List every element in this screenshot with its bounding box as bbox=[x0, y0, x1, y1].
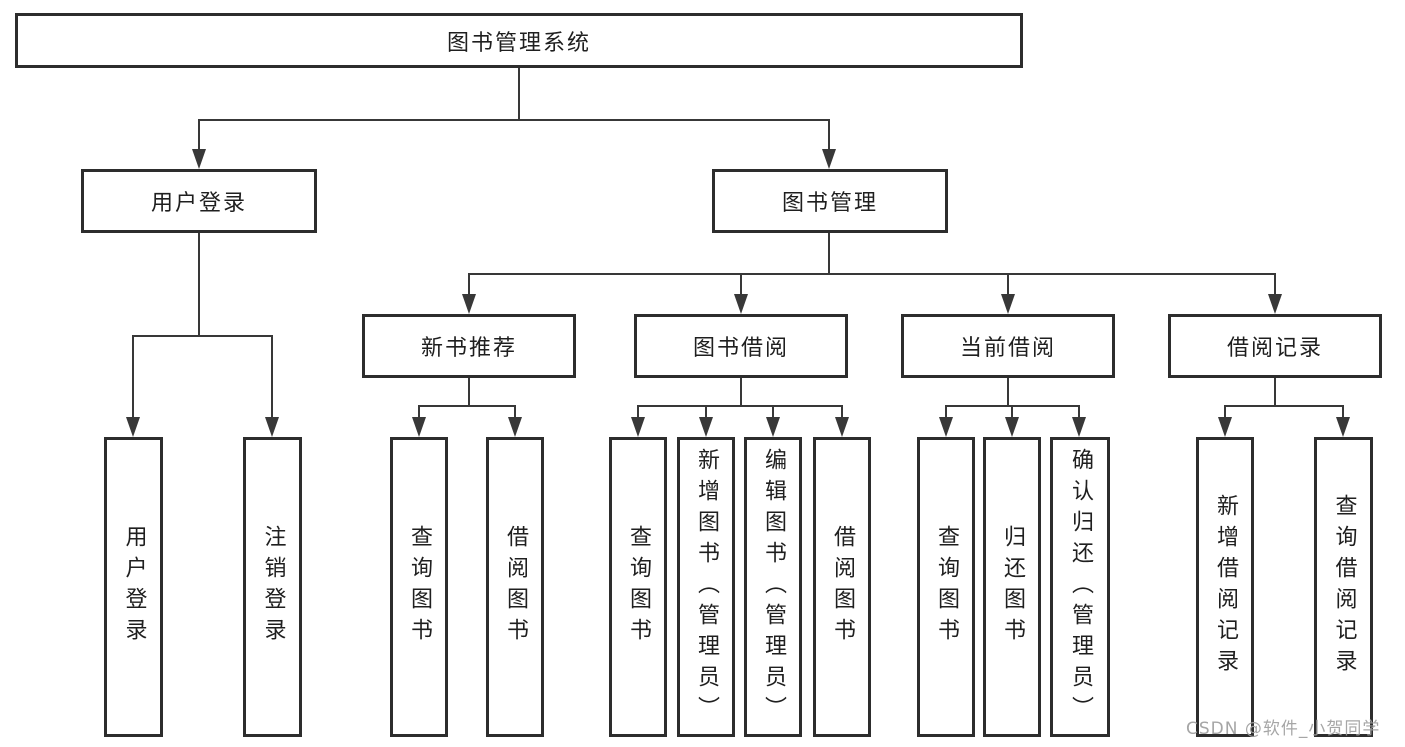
connector-line bbox=[740, 378, 742, 406]
node-book-borrowing-label: 图书借阅 bbox=[692, 336, 789, 361]
leaf-records-search: 查询借阅记录 bbox=[1314, 437, 1373, 737]
leaf-borrow-edit-label: 编辑图书（管理员） bbox=[761, 447, 786, 727]
leaf-current-confirm-label: 确认归还（管理员） bbox=[1068, 447, 1093, 727]
node-book-management-label: 图书管理 bbox=[781, 191, 878, 216]
arrowhead-down-icon bbox=[835, 417, 849, 437]
leaf-current-return-label: 归还图书 bbox=[1000, 525, 1025, 649]
leaf-records-search-label: 查询借阅记录 bbox=[1331, 494, 1357, 680]
leaf-records-add: 新增借阅记录 bbox=[1196, 437, 1254, 737]
connector-line bbox=[468, 273, 470, 296]
connector-line bbox=[828, 233, 830, 274]
connector-line bbox=[418, 405, 420, 419]
arrowhead-down-icon bbox=[126, 417, 140, 437]
connector-line bbox=[198, 233, 200, 336]
leaf-borrow-search-label: 查询图书 bbox=[626, 525, 651, 649]
connector-root-stem bbox=[518, 68, 520, 121]
connector-line bbox=[637, 405, 639, 419]
leaf-newbooks-search-label: 查询图书 bbox=[407, 525, 432, 649]
leaf-borrow-borrow-label: 借阅图书 bbox=[830, 525, 855, 649]
connector-line bbox=[198, 119, 200, 151]
connector-line bbox=[945, 405, 947, 419]
leaf-logout-label: 注销登录 bbox=[260, 525, 286, 649]
arrowhead-down-icon bbox=[462, 294, 476, 314]
arrowhead-down-icon bbox=[1268, 294, 1282, 314]
connector-user-bus bbox=[132, 335, 273, 337]
connector-newbooks-bus bbox=[418, 405, 516, 407]
node-root-label: 图书管理系统 bbox=[446, 30, 591, 56]
node-borrowing-records-label: 借阅记录 bbox=[1226, 336, 1323, 361]
leaf-user-login: 用户登录 bbox=[104, 437, 163, 737]
arrowhead-down-icon bbox=[766, 417, 780, 437]
node-book-management: 图书管理 bbox=[712, 169, 948, 233]
connector-line bbox=[740, 273, 742, 296]
connector-borrow-bus bbox=[637, 405, 843, 407]
connector-line bbox=[705, 405, 707, 419]
connector-level2-bus bbox=[198, 119, 830, 121]
connector-line bbox=[1274, 273, 1276, 296]
arrowhead-down-icon bbox=[699, 417, 713, 437]
leaf-borrow-search: 查询图书 bbox=[609, 437, 667, 737]
arrowhead-down-icon bbox=[192, 149, 206, 169]
connector-line bbox=[271, 335, 273, 419]
connector-level3-bus bbox=[468, 273, 1276, 275]
connector-line bbox=[1011, 405, 1013, 419]
node-book-borrowing: 图书借阅 bbox=[634, 314, 848, 378]
node-current-borrowing: 当前借阅 bbox=[901, 314, 1115, 378]
arrowhead-down-icon bbox=[631, 417, 645, 437]
leaf-borrow-add-label: 新增图书（管理员） bbox=[694, 447, 719, 727]
connector-line bbox=[514, 405, 516, 419]
connector-line bbox=[1274, 378, 1276, 406]
arrowhead-down-icon bbox=[412, 417, 426, 437]
arrowhead-down-icon bbox=[1072, 417, 1086, 437]
node-user-login-label: 用户登录 bbox=[150, 191, 247, 216]
arrowhead-down-icon bbox=[1005, 417, 1019, 437]
leaf-borrow-borrow: 借阅图书 bbox=[813, 437, 871, 737]
connector-line bbox=[1224, 405, 1226, 419]
connector-line bbox=[841, 405, 843, 419]
arrowhead-down-icon bbox=[265, 417, 279, 437]
arrowhead-down-icon bbox=[1336, 417, 1350, 437]
arrowhead-down-icon bbox=[734, 294, 748, 314]
leaf-newbooks-borrow-label: 借阅图书 bbox=[503, 525, 528, 649]
leaf-user-login-label: 用户登录 bbox=[121, 525, 147, 649]
leaf-current-search: 查询图书 bbox=[917, 437, 975, 737]
connector-line bbox=[772, 405, 774, 419]
connector-line bbox=[132, 335, 134, 419]
leaf-newbooks-search: 查询图书 bbox=[390, 437, 448, 737]
node-user-login: 用户登录 bbox=[81, 169, 317, 233]
leaf-records-add-label: 新增借阅记录 bbox=[1213, 494, 1238, 680]
connector-line bbox=[1007, 378, 1009, 406]
node-root: 图书管理系统 bbox=[15, 13, 1023, 68]
node-borrowing-records: 借阅记录 bbox=[1168, 314, 1382, 378]
leaf-current-search-label: 查询图书 bbox=[934, 525, 959, 649]
arrowhead-down-icon bbox=[1001, 294, 1015, 314]
arrowhead-down-icon bbox=[822, 149, 836, 169]
connector-line bbox=[1078, 405, 1080, 419]
watermark: CSDN @软件_小贺同学 bbox=[1186, 719, 1381, 739]
arrowhead-down-icon bbox=[508, 417, 522, 437]
leaf-current-return: 归还图书 bbox=[983, 437, 1041, 737]
connector-line bbox=[468, 378, 470, 406]
leaf-borrow-edit: 编辑图书（管理员） bbox=[744, 437, 802, 737]
connector-records-bus bbox=[1224, 405, 1344, 407]
arrowhead-down-icon bbox=[1218, 417, 1232, 437]
leaf-newbooks-borrow: 借阅图书 bbox=[486, 437, 544, 737]
leaf-borrow-add: 新增图书（管理员） bbox=[677, 437, 735, 737]
node-current-borrowing-label: 当前借阅 bbox=[959, 336, 1056, 361]
connector-line bbox=[1007, 273, 1009, 296]
connector-line bbox=[1342, 405, 1344, 419]
arrowhead-down-icon bbox=[939, 417, 953, 437]
leaf-logout: 注销登录 bbox=[243, 437, 302, 737]
leaf-current-confirm: 确认归还（管理员） bbox=[1050, 437, 1110, 737]
node-new-books: 新书推荐 bbox=[362, 314, 576, 378]
connector-line bbox=[828, 119, 830, 151]
node-new-books-label: 新书推荐 bbox=[420, 336, 517, 361]
